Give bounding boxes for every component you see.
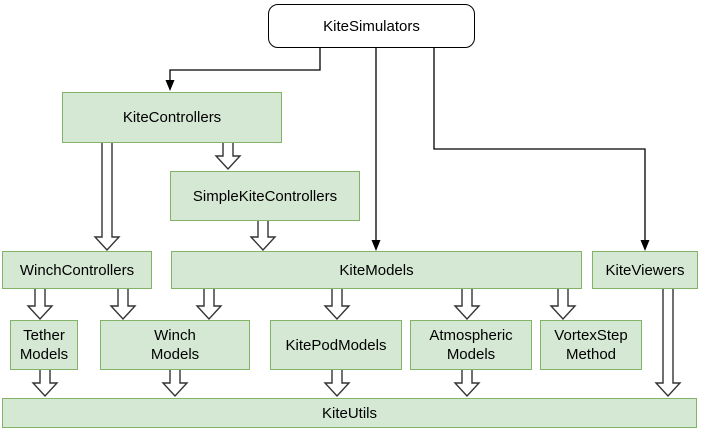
arrowhead-kitecontrollers [165,80,175,91]
block-arrow-kitemodels-to-winchmodels [195,289,223,321]
block-arrow-kitepodmodels-to-kiteutils [323,370,351,398]
node-kite-pod-models: KitePodModels [270,320,402,370]
edge-kitesimulators-to-kiteviewers [433,48,646,242]
node-winch-models: Winch Models [100,320,250,370]
block-arrow-kitecontrollers-to-simplekitecontrollers [214,143,242,171]
node-kite-viewers: KiteViewers [592,251,698,289]
block-arrow-atmosphericmodels-to-kiteutils [453,370,481,398]
node-kite-utils: KiteUtils [2,398,697,428]
block-arrow-kitecontrollers-to-winchcontrollers [93,143,121,252]
block-arrow-tethermodels-to-kiteutils [31,370,59,398]
node-atmospheric-models: Atmospheric Models [410,320,532,370]
block-arrow-kiteviewers-to-kiteutils [654,289,682,398]
node-simple-kite-controllers: SimpleKiteControllers [170,171,360,221]
node-kite-simulators: KiteSimulators [268,4,475,48]
block-arrow-simplekitecontrollers-to-kitemodels [249,221,277,252]
node-kite-controllers: KiteControllers [62,92,282,143]
node-kite-models: KiteModels [171,251,582,289]
block-arrow-winchmodels-to-kiteutils [161,370,189,398]
node-vortex-step-method: VortexStep Method [540,320,642,370]
block-arrow-kitemodels-to-kitepodmodels [323,289,351,321]
block-arrow-kitemodels-to-atmosphericmodels [453,289,481,321]
arrowhead-kitemodels [371,240,381,251]
block-arrow-winchcontrollers-to-tethermodels [26,289,54,321]
arrowhead-kiteviewers [640,240,650,251]
node-tether-models: Tether Models [10,320,78,370]
edge-kitesimulators-to-kitecontrollers [169,48,321,82]
node-winch-controllers: WinchControllers [2,251,152,289]
block-arrow-winchcontrollers-to-winchmodels [109,289,137,321]
block-arrow-kitemodels-to-vortexstepmethod [549,289,577,321]
